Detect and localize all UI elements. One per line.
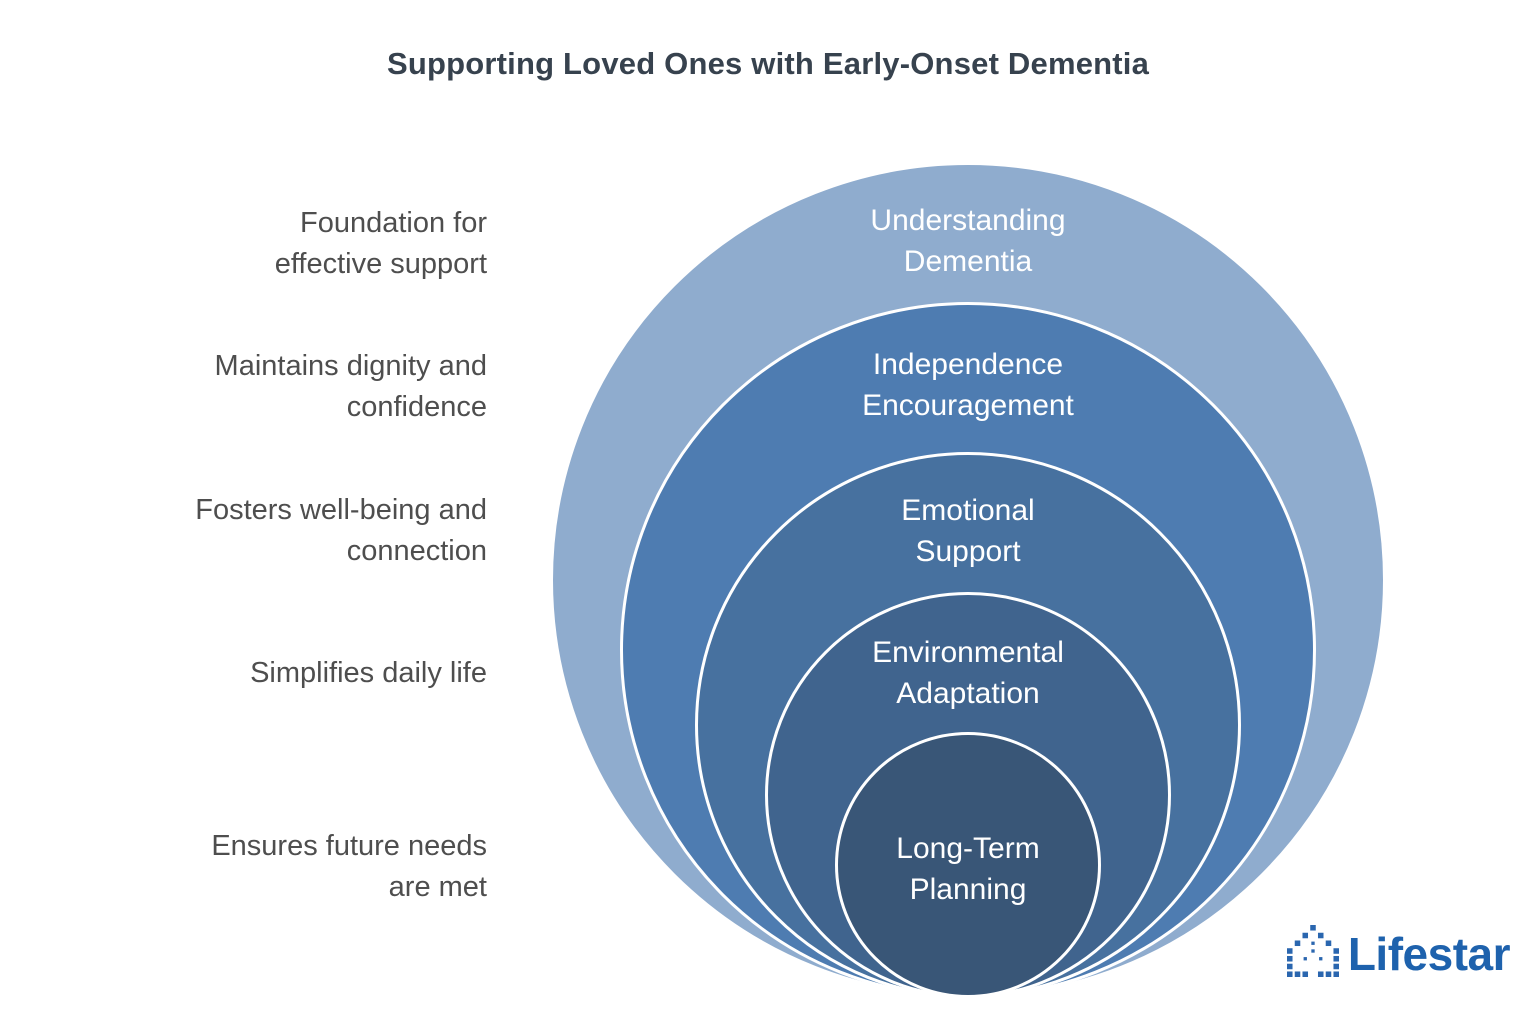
lifestar-logo-text: Lifestar [1347,927,1511,980]
layer-label-emotional-support: Emotional Support [718,490,1218,572]
benefit-line1: Ensures future needs [211,830,487,862]
benefit-line2: effective support [274,248,487,280]
layer-label-line1: Understanding [870,204,1066,237]
benefit-maintains-dignity-and-confidence: Maintains dignity and confidence [57,346,487,428]
layer-label-line1: Long-Term [896,832,1040,865]
layer-label-line2: Encouragement [862,389,1074,422]
layer-label-line1: Environmental [872,636,1064,669]
benefit-line1: Fosters well-being and [195,494,487,526]
benefit-line1: Simplifies daily life [250,657,487,689]
layer-label-line2: Adaptation [896,677,1040,710]
layer-label-environmental-adaptation: Environmental Adaptation [718,632,1218,714]
lifestar-logo: Lifestar [1286,925,1511,982]
layer-label-independence-encouragement: Independence Encouragement [718,344,1218,426]
page-title: Supporting Loved Ones with Early-Onset D… [386,46,1150,81]
benefit-line1: Foundation for [299,207,487,239]
layer-label-line2: Dementia [903,245,1033,278]
layer-label-line2: Planning [909,873,1027,906]
benefit-line1: Maintains dignity and [214,350,487,382]
benefit-line2: confidence [346,391,487,423]
lifestar-house-icon [1286,925,1339,982]
layer-label-line1: Independence [872,348,1064,381]
benefit-line2: are met [388,871,487,903]
layer-circle-long-term-planning [835,732,1101,998]
benefit-simplifies-daily-life: Simplifies daily life [57,653,487,694]
layer-label-understanding-dementia: Understanding Dementia [718,200,1218,282]
benefit-ensures-future-needs-are-met: Ensures future needs are met [57,826,487,908]
layer-label-long-term-planning: Long-Term Planning [718,828,1218,910]
benefit-fosters-well-being-and-connection: Fosters well-being and connection [57,490,487,572]
layer-label-line1: Emotional [901,494,1035,527]
layer-label-line2: Support [915,535,1021,568]
benefit-line2: connection [346,535,487,567]
benefit-foundation-for-effective-support: Foundation for effective support [57,203,487,285]
